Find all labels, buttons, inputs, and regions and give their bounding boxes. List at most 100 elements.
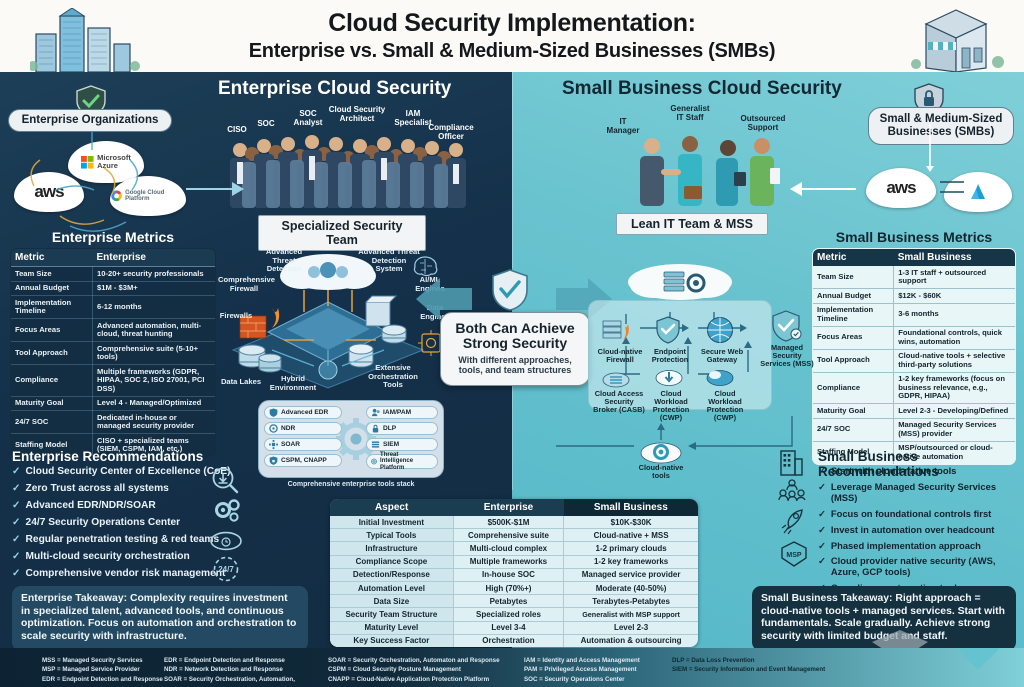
legend-item: MSS = Managed Security Services xyxy=(42,657,143,664)
users-icon xyxy=(371,408,380,417)
role-label-ciso: CISO xyxy=(227,125,247,134)
enterprise-organizations-pill: Enterprise Organizations xyxy=(8,109,172,133)
cmp-aspect: Automation Level xyxy=(330,581,454,596)
smb-flow-connectors xyxy=(556,416,793,450)
metric-value: CISO + specialized teams (SIEM, CSPM, IA… xyxy=(97,435,189,453)
legend-column-1: MSS = Managed Security Services MSP = Ma… xyxy=(42,656,163,684)
metric-key: Maturity Goal xyxy=(11,396,93,411)
badge-headline-1: Both Can Achieve xyxy=(455,320,575,336)
tool-chip-iam-pam: IAM/PAM xyxy=(366,406,438,419)
footer-legend-bar: MSS = Managed Security Services MSP = Ma… xyxy=(0,648,1024,687)
shield-icon xyxy=(269,408,278,417)
smb-pill-line-1: Small & Medium-Sized xyxy=(879,113,1003,125)
metric-key: 24/7 SOC xyxy=(11,410,93,434)
storefront-icon xyxy=(911,9,1004,72)
list-item: ✓24/7 Security Operations Center xyxy=(12,517,312,529)
smb-section-header: Small Business Cloud Security xyxy=(562,78,842,99)
title-bar: Cloud Security Implementation: Enterpris… xyxy=(0,0,1024,72)
col-header-enterprise: Enterprise xyxy=(453,499,564,516)
enterprise-team-illustration xyxy=(230,135,466,208)
network-icon xyxy=(269,424,278,433)
arch-label-comprehensive-firewall: Comprehensive Firewall xyxy=(218,275,275,293)
metric-value: 1-2 key frameworks (focus on business re… xyxy=(893,372,1015,404)
enterprise-architecture-illustration xyxy=(231,254,425,389)
list-item-label: Advanced EDR/NDR/SOAR xyxy=(25,500,156,512)
cmp-enterprise: Multi-cloud complex xyxy=(453,541,565,556)
tool-chip-label: CSPM, CNAPP xyxy=(281,457,327,464)
page-title: Cloud Security Implementation: Enterpris… xyxy=(249,9,776,63)
arch-label-advanced-threat-detection-system: Advanced Threat Detection System xyxy=(358,247,420,273)
tool-chip-label: SOAR xyxy=(281,441,301,448)
azure-triangle-icon xyxy=(971,184,985,199)
title-line-1: Cloud Security Implementation: xyxy=(328,9,696,37)
list-item-label: Regular penetration testing & red teams xyxy=(25,534,220,546)
cmp-aspect: Compliance Scope xyxy=(330,555,454,569)
tool-chip-label: IAM/PAM xyxy=(383,409,412,416)
legend-column-2: EDR = Endpoint Detection and Response ND… xyxy=(164,656,295,684)
list-item-label: Focus on foundational controls first xyxy=(830,507,992,519)
col-header-small-business: Small Business xyxy=(563,499,698,516)
aws-label: aws xyxy=(34,182,64,201)
24-7-icon: 24/7 xyxy=(213,556,239,582)
metric-key: Focus Areas xyxy=(813,326,895,350)
check-icon: ✓ xyxy=(12,551,21,563)
check-icon: ✓ xyxy=(12,534,21,546)
arch-label-data-lakes: Data Lakes xyxy=(220,377,262,386)
list-item: ✓Cloud Security Center of Excellence (Co… xyxy=(12,466,312,478)
firewall-icon xyxy=(602,320,629,340)
cmp-smb: 1-2 primary clouds xyxy=(563,541,698,556)
table-row: Initial Investment$500K-$1M$10K-$30K xyxy=(330,516,698,530)
cmp-smb: $10K-$30K xyxy=(563,516,698,530)
metric-value: Level 2-3 - Developing/Defined xyxy=(893,403,1015,419)
download-magnifier-icon xyxy=(212,467,239,494)
tool-chip-label: NDR xyxy=(281,425,296,432)
tool-chip-ndr: NDR xyxy=(264,422,342,435)
tool-chip-cspm-cnapp: CSPM, CNAPP xyxy=(264,454,342,467)
brain-icon xyxy=(413,256,438,277)
metric-key: Maturity Goal xyxy=(813,403,895,419)
metric-key: Compliance xyxy=(11,364,93,397)
footer-diamond-icon xyxy=(956,648,1000,670)
enterprise-recommendations-title: Enterprise Recommendations xyxy=(12,449,204,464)
comparison-table: Aspect Enterprise Small Business Initial… xyxy=(330,499,698,647)
metric-value: 10-20+ security professionals xyxy=(92,266,215,282)
list-item: ✓ Regular penetration testing & red teams xyxy=(12,534,312,546)
diamond-accent-icon xyxy=(872,630,928,660)
role-label-soc: SOC xyxy=(257,119,275,128)
aws-cloud-logo-smb: aws xyxy=(866,168,936,208)
metric-value: Comprehensive suite (5-10+ tools) xyxy=(92,341,215,365)
metric-value: Level 4 - Managed/Optimized xyxy=(92,396,215,411)
metric-key: Tool Approach xyxy=(11,341,93,365)
list-item: ✓Invest in automation over headcount xyxy=(818,524,1018,536)
table-row: Annual Budget$12K - $60K xyxy=(813,288,1015,304)
cloud-clock-icon xyxy=(210,531,242,551)
cmp-smb: Cloud-native + MSS xyxy=(563,528,698,543)
metric-value: MSP/outsourced or cloud-native automatio… xyxy=(898,443,993,461)
metric-key: Annual Budget xyxy=(813,288,895,304)
badge-sub-2: tools, and team structures xyxy=(458,365,572,376)
legend-column-3: SOAR = Security Orchestration, Automaton… xyxy=(328,656,500,684)
cmp-smb: Automation & outsourcing xyxy=(580,636,682,646)
table-header-row: Metric Enterprise xyxy=(11,249,215,267)
metric-key: Tool Approach xyxy=(813,349,895,373)
cmp-smb: Moderate (40-50%) xyxy=(563,581,698,596)
check-icon: ✓ xyxy=(12,568,21,580)
metric-value: Advanced automation, multi-cloud, threat… xyxy=(92,318,215,342)
tool-chip-label: Threat Intelligence Platform xyxy=(380,452,414,471)
aws-cloud-logo: aws xyxy=(14,172,84,212)
endpoint-shield-icon xyxy=(656,316,680,344)
tool-chip-label: SIEM xyxy=(383,441,400,448)
check-icon: ✓ xyxy=(818,507,826,519)
azure-label-line-2: Azure xyxy=(97,161,118,170)
cmp-enterprise: Level 3-4 xyxy=(453,621,565,635)
